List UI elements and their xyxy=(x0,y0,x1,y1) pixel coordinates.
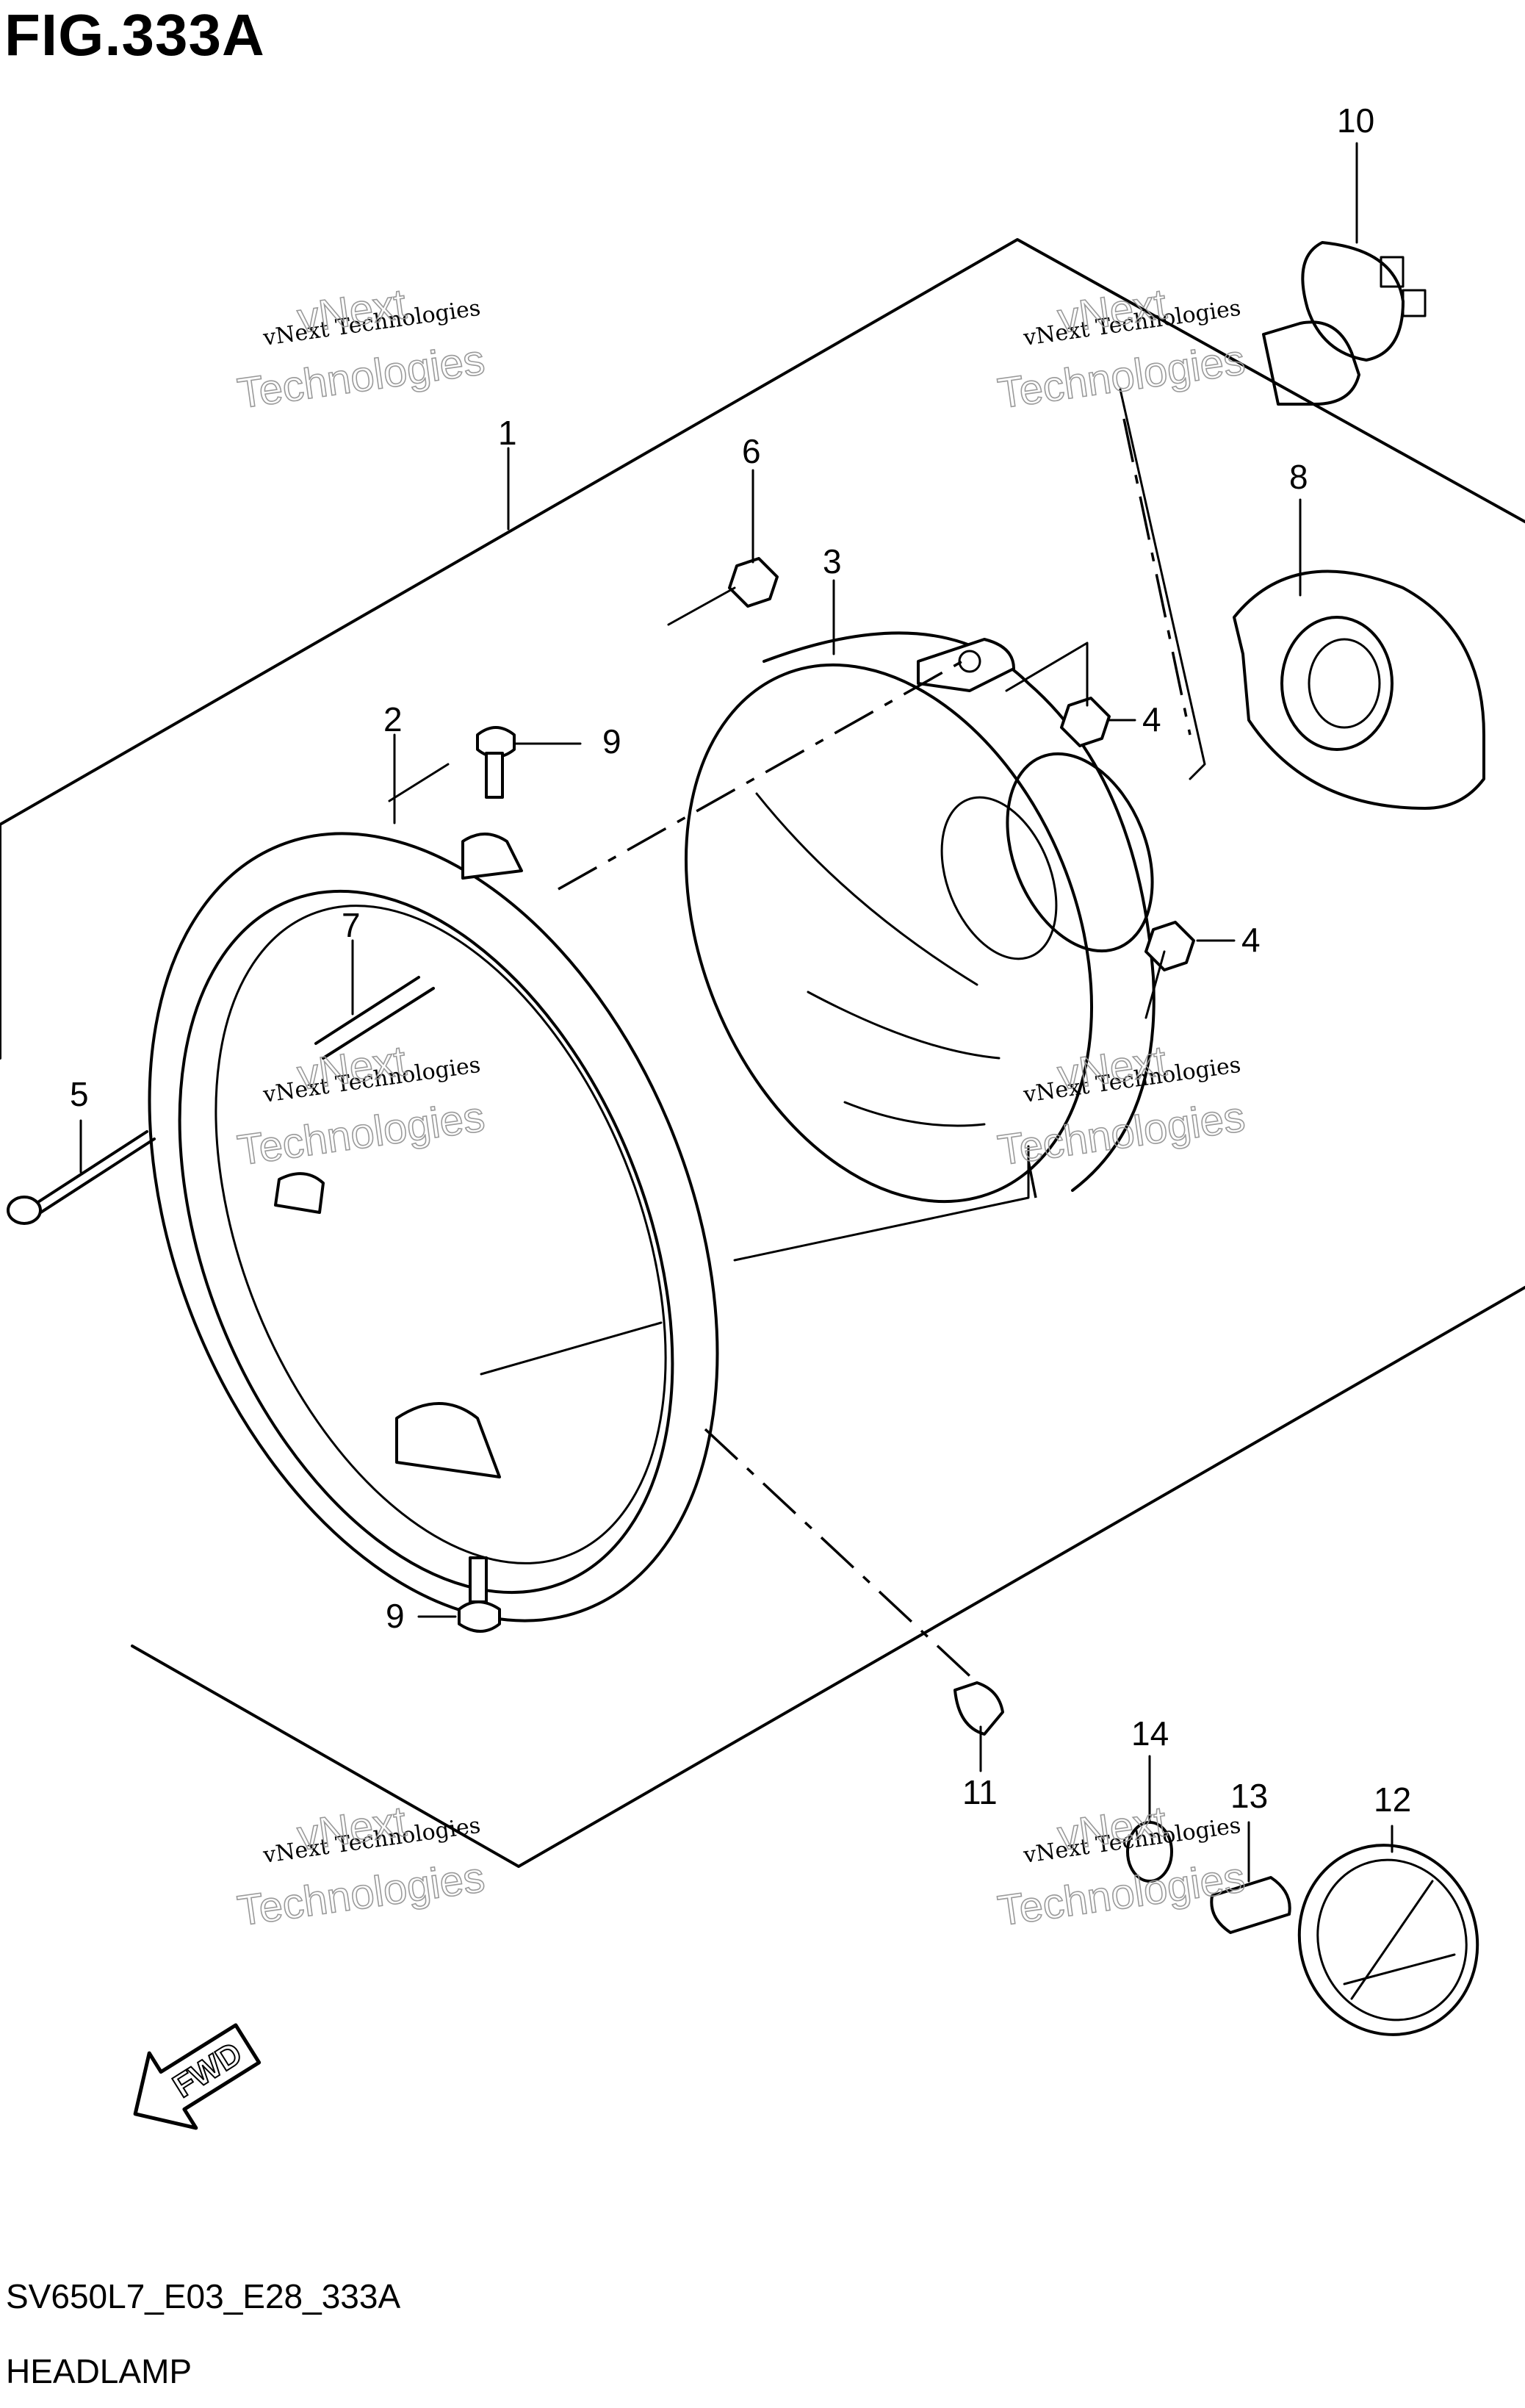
callout-4a: 4 xyxy=(1142,700,1161,738)
callout-8: 8 xyxy=(1289,458,1308,496)
figure-title: FIG.333A xyxy=(4,2,265,68)
headlamp-bulb xyxy=(1262,241,1427,406)
callout-9a: 9 xyxy=(602,722,621,761)
watermarks: vNext Technologies vNext Technologies vN… xyxy=(234,279,1249,1936)
callout-12: 12 xyxy=(1374,1780,1411,1819)
fwd-arrow-icon: FWD xyxy=(133,2023,262,2130)
screw-head-icon xyxy=(458,1600,501,1633)
callout-11: 11 xyxy=(962,1773,998,1811)
clip-nut xyxy=(728,557,779,608)
callout-labels: 1 2 3 4 4 5 6 7 8 9 9 10 11 12 13 14 xyxy=(70,101,1411,1819)
callout-4b: 4 xyxy=(1241,921,1261,959)
clip-nut xyxy=(1060,697,1111,747)
model-code: SV650L7_E03_E28_333A xyxy=(6,2277,401,2315)
fasteners xyxy=(7,557,1195,1736)
assembly-lines xyxy=(388,388,1206,1684)
position-lamp xyxy=(1126,1821,1479,2036)
spring xyxy=(314,976,435,1060)
callout-leaders xyxy=(79,142,1394,1883)
screw-head-icon xyxy=(7,1196,42,1225)
headlamp-unit xyxy=(685,631,1156,1204)
screw-head-icon xyxy=(953,1681,1004,1736)
callout-9b: 9 xyxy=(386,1597,405,1635)
bushing xyxy=(1210,1876,1291,1934)
callout-13: 13 xyxy=(1230,1777,1268,1815)
headlamp-rim xyxy=(148,832,719,1622)
callout-3: 3 xyxy=(823,542,842,581)
callout-14: 14 xyxy=(1131,1714,1169,1753)
callout-5: 5 xyxy=(70,1075,89,1113)
clip-nut xyxy=(1144,921,1195,971)
callout-10: 10 xyxy=(1337,101,1374,140)
assembly-frame xyxy=(0,238,1525,1868)
section-name: HEADLAMP xyxy=(6,2352,192,2390)
callout-7: 7 xyxy=(342,906,361,944)
bulb-cover xyxy=(1233,569,1485,810)
adjuster-screw xyxy=(21,1130,156,1221)
callout-2: 2 xyxy=(383,700,403,738)
callout-6: 6 xyxy=(742,432,761,470)
callout-1: 1 xyxy=(498,414,517,452)
